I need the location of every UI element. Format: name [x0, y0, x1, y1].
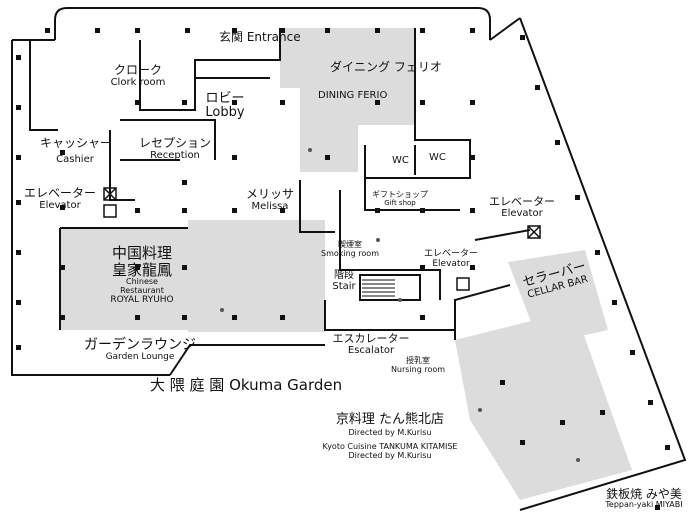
cashier-label-jp: キャッシャー [40, 136, 113, 150]
elevator-mid-label-en: Elevator [432, 258, 470, 269]
smoking-room-label-en: Smoking room [320, 248, 379, 258]
reception-label-jp: レセプション [138, 136, 211, 150]
garden-lounge-label-jp: ガーデンラウンジ [84, 337, 196, 353]
entrance-label-jp: 玄関 [219, 30, 244, 44]
miyabi-label: 鉄板焼 みや美 Teppan-yaki MIYABI [598, 487, 690, 510]
tankuma-label-dir1: Directed by M.Kurisu [348, 428, 432, 438]
garden-lounge-label-en: Garden Lounge [105, 352, 175, 363]
outer-wall-right [519, 17, 687, 511]
miyabi-label-en: Teppan-yaki MIYABI [605, 500, 683, 510]
elevator-right-label-jp: エレベーター [489, 195, 555, 208]
tankuma-label: 京料理 たん熊北店 Directed by M.Kurisu Kyoto Cui… [310, 412, 470, 461]
dining-ferio-label-jp: ダイニング フェリオ [330, 60, 442, 74]
smoking-room-label: 喫煙室 Smoking room [315, 240, 385, 259]
elevator-left-label-en: Elevator [39, 200, 81, 212]
garden-lounge-area [188, 220, 325, 332]
cloak-label-jp: クローク [113, 63, 162, 77]
okuma-garden-label: 大 隈 庭 園 Okuma Garden [150, 376, 343, 394]
elevator-right-label: エレベーター Elevator [483, 195, 561, 220]
chinese-label-en2: Restaurant [120, 285, 164, 295]
elevator-right-box [527, 225, 541, 239]
cashier-label: キャッシャー Cashier [40, 136, 113, 166]
outer-wall-left [11, 40, 170, 376]
nursing-room-label: 授乳室 Nursing room [388, 356, 448, 375]
melissa-label-en: Melissa [251, 201, 289, 213]
reception-label-en: Reception [150, 150, 200, 162]
cloak-label-en: Clork room [110, 77, 166, 89]
gift-shop-label-jp: ギフトショップ [372, 190, 428, 199]
miyabi-label-jp: 鉄板焼 みや美 [606, 487, 682, 501]
chinese-label-jp1: 中国料理 [111, 244, 172, 262]
chinese-label-en1: Chinese [126, 277, 158, 286]
dining-ferio-area [280, 28, 415, 172]
cashier-label-en: Cashier [56, 154, 94, 166]
outer-wall-top [54, 7, 491, 40]
elevator-mid-label-jp: エレベーター [423, 249, 478, 259]
chinese-restaurant-area [60, 228, 188, 330]
stair-label-en: Stair [332, 281, 356, 292]
chinese-label-en3: ROYAL RYUHO [110, 294, 174, 305]
gift-shop-label-en: Gift shop [384, 198, 416, 207]
dining-ferio-label-en: DINING FERIO [318, 90, 388, 101]
reception-label: レセプション Reception [135, 136, 215, 162]
melissa-label-jp: メリッサ [245, 187, 294, 201]
chinese-label-jp2: 皇家龍鳳 [111, 260, 172, 279]
escalator-label: エスカレーター Escalator [330, 332, 412, 357]
elevator-left-box-2 [103, 204, 117, 218]
garden-lounge-label: ガーデンラウンジ Garden Lounge [70, 337, 210, 363]
lobby-label-en: Lobby [205, 105, 245, 121]
gift-shop-label: ギフトショップ Gift shop [368, 190, 432, 207]
chinese-restaurant-label: 中国料理 皇家龍鳳 Chinese Restaurant ROYAL RYUHO [96, 245, 188, 305]
lobby-label-jp: ロビー [205, 91, 245, 106]
entrance-label: 玄関 Entrance [219, 30, 301, 44]
elevator-left-label: エレベーター Elevator [24, 186, 97, 212]
smoking-room-label-jp: 喫煙室 [338, 240, 362, 249]
elevator-mid-label: エレベーター Elevator [420, 249, 482, 270]
tankuma-label-en: Kyoto Cuisine TANKUMA KITAMISE [322, 442, 458, 452]
elevator-left-label-jp: エレベーター [24, 186, 97, 200]
wc-label-2: WC [429, 152, 446, 163]
tankuma-area [455, 310, 632, 500]
elevator-mid-box [456, 277, 470, 291]
nursing-room-label-en: Nursing room [390, 364, 446, 374]
stair-label: 階段 Stair [330, 270, 358, 292]
elevator-right-label-en: Elevator [501, 208, 543, 220]
melissa-label: メリッサ Melissa [240, 187, 300, 213]
escalator-label-jp: エスカレーター [332, 332, 410, 345]
wc-label-1: WC [392, 155, 409, 166]
lobby-label: ロビー Lobby [200, 91, 250, 121]
elevator-left-box-1 [103, 187, 117, 201]
nursing-room-label-jp: 授乳室 [406, 356, 430, 365]
tankuma-label-jp: 京料理 たん熊北店 [335, 412, 445, 427]
cloak-label: クローク Clork room [108, 63, 168, 89]
tankuma-label-dir2: Directed by M.Kurisu [348, 450, 432, 460]
stair-label-jp: 階段 [334, 270, 354, 281]
entrance-label-en: Entrance [246, 30, 301, 44]
escalator-label-en: Escalator [347, 345, 395, 357]
